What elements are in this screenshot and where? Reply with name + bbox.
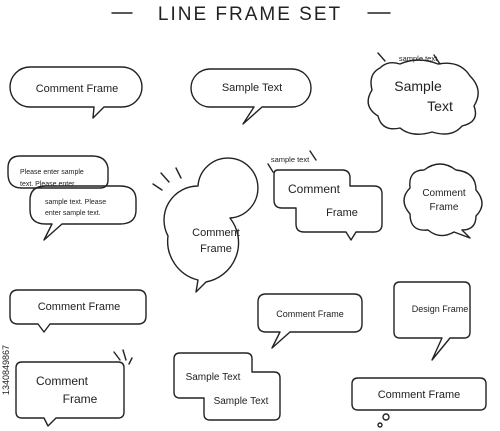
frame-text-line4: enter sample text. [45,210,101,217]
thought-dot [382,413,390,421]
frame-text-line2: Frame [430,202,459,213]
frame-stacked-sample: Sample Text Sample Text [173,352,281,421]
frame-design: Design Frame [393,281,471,361]
accent-line [377,52,386,62]
frame-text-line1: Comment [36,374,89,388]
frame-rect-comment-b: Comment Frame [257,293,363,349]
frame-outline [273,169,383,241]
accent-ray [113,351,121,361]
frame-outline [351,377,487,411]
accent-ray [175,167,182,179]
frame-text-line1: Sample Text [186,372,241,383]
frame-note: sample text [271,155,310,164]
frame-stacked-rect: sample text Comment Frame [267,150,383,241]
frame-rect-comment-a: Comment Frame [9,289,147,333]
frame-text-line1: Comment [422,188,466,199]
frame-text-line2: Text [427,98,453,114]
frame-outline [403,163,483,239]
frame-text: Comment Frame [378,389,461,401]
frame-text-line1: Comment [288,182,341,196]
frame-text: Design Frame [412,304,469,314]
frame-text: Sample Text [222,82,282,94]
accent-ray [152,183,163,191]
frame-outline-top [7,155,109,189]
frame-text-line1: Sample [394,78,442,94]
frame-text: Comment Frame [276,309,344,319]
frame-cloud-sample: sample text Sample Text [367,52,479,135]
accent-ray [160,172,170,183]
frame-text: Comment Frame [36,83,119,95]
frame-outline [257,293,363,349]
thought-dot [377,422,383,428]
accent-line [267,163,274,173]
page-title: LINE FRAME SET [158,4,342,25]
frame-text-line2: Frame [63,392,98,406]
frame-flower-cloud: Comment Frame [403,163,483,239]
frame-outline [9,289,147,333]
accent-ray [128,357,133,365]
frame-outline [393,281,471,361]
frame-text: Comment Frame [38,301,121,313]
frame-text-line3: sample text. Please [45,199,106,206]
header: LINE FRAME SET [111,4,391,25]
accent-ray [122,349,127,361]
frame-note: sample text [399,54,438,63]
frame-outline [190,68,312,125]
frame-double-bubble: Please enter sample text. Please enter s… [7,155,137,241]
accent-line [433,54,441,65]
accent-line [309,150,317,161]
frame-text-line1: Comment [192,227,240,239]
frame-text-line2: Frame [326,207,358,219]
frame-thought-rect: Comment Frame [351,377,487,428]
frame-sample-pill: Sample Text [190,68,312,125]
frame-text-line2: text. Please enter [20,181,75,188]
watermark-id: 1340849867 [1,345,11,395]
frame-text-line2: Sample Text [214,396,269,407]
frame-text-line2: Frame [200,243,232,255]
frame-outline-bottom [29,185,137,241]
frame-text-line1: Please enter sample [20,169,84,176]
frame-comment-pill: Comment Frame [9,66,143,119]
frame-outline [367,59,479,135]
frame-outline [9,66,143,119]
frame-double-circle: Comment Frame [152,157,259,293]
frame-rect-accent: Comment Frame [15,349,133,427]
frame-outline [15,361,125,427]
frame-outline [173,352,281,421]
frame-outline [163,157,259,293]
